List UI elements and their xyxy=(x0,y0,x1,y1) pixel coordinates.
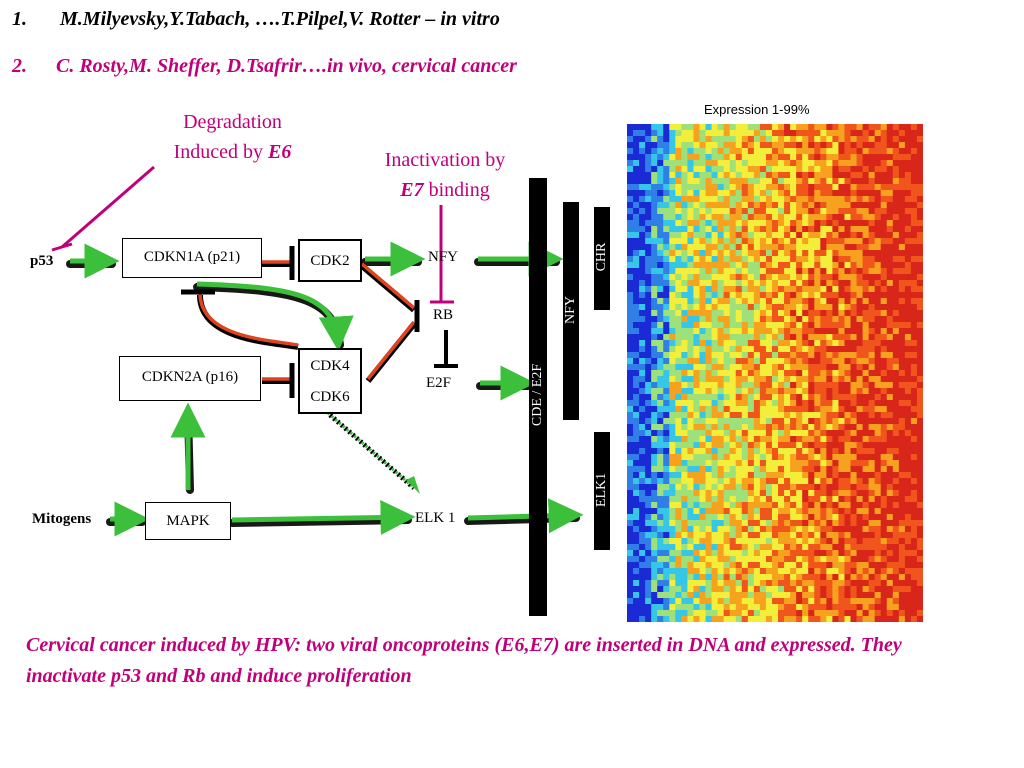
node-elk1: ELK 1 xyxy=(415,510,456,526)
reference-1-text: M.Milyevsky,Y.Tabach, ….T.Pilpel,V. Rott… xyxy=(60,8,500,30)
node-cdkn2a: CDKN2A (p16) xyxy=(119,356,261,401)
bar-elk1: ELK1 xyxy=(594,432,610,550)
expression-heatmap xyxy=(627,124,923,622)
reference-2-number: 2. xyxy=(12,55,27,77)
node-rb: RB xyxy=(433,307,454,323)
node-p53: p53 xyxy=(30,253,54,269)
e7-label: E7 xyxy=(400,179,424,201)
bar-chr-label: CHR xyxy=(594,242,609,272)
reference-1: 1. M.Milyevsky,Y.Tabach, ….T.Pilpel,V. Ro… xyxy=(12,8,500,31)
node-e2f: E2F xyxy=(426,375,452,391)
bar-elk1-label: ELK1 xyxy=(594,472,609,508)
node-cdk4-cdk6: CDK4 CDK6 xyxy=(298,348,362,414)
node-mapk: MAPK xyxy=(145,502,231,540)
reference-1-number: 1. xyxy=(12,8,27,30)
reference-2-text: C. Rosty,M. Sheffer, D.Tsafrir….in vivo,… xyxy=(56,55,517,77)
node-cdkn1a: CDKN1A (p21) xyxy=(122,238,262,278)
node-cdk4: CDK4 xyxy=(310,358,350,374)
bar-cde-e2f-label: CDE / E2F xyxy=(530,363,545,427)
node-nfy: NFY xyxy=(428,249,459,265)
node-cdk2: CDK2 xyxy=(298,239,362,282)
bar-nfy-label: NFY xyxy=(563,296,578,325)
caption: Cervical cancer induced by HPV: two vira… xyxy=(26,634,902,687)
e6-label: E6 xyxy=(268,141,292,163)
degradation-line1: Degradation xyxy=(183,111,282,133)
node-mitogens: Mitogens xyxy=(32,511,92,527)
inactivation-line1: Inactivation by xyxy=(384,149,506,171)
inactivation-suffix: binding xyxy=(423,179,490,201)
bar-chr: CHR xyxy=(594,207,610,310)
node-cdk6: CDK6 xyxy=(310,389,350,405)
inactivation-annotation: Inactivation by E7 binding xyxy=(360,145,530,205)
bar-nfy: NFY xyxy=(563,202,579,420)
degradation-line2: Induced by xyxy=(173,141,269,163)
heatmap-title: Expression 1-99% xyxy=(704,102,810,117)
bar-cde-e2f: CDE / E2F xyxy=(529,178,547,616)
degradation-annotation: Degradation Induced by E6 xyxy=(150,107,315,167)
reference-2: 2. C. Rosty,M. Sheffer, D.Tsafrir….in viv… xyxy=(12,55,517,78)
